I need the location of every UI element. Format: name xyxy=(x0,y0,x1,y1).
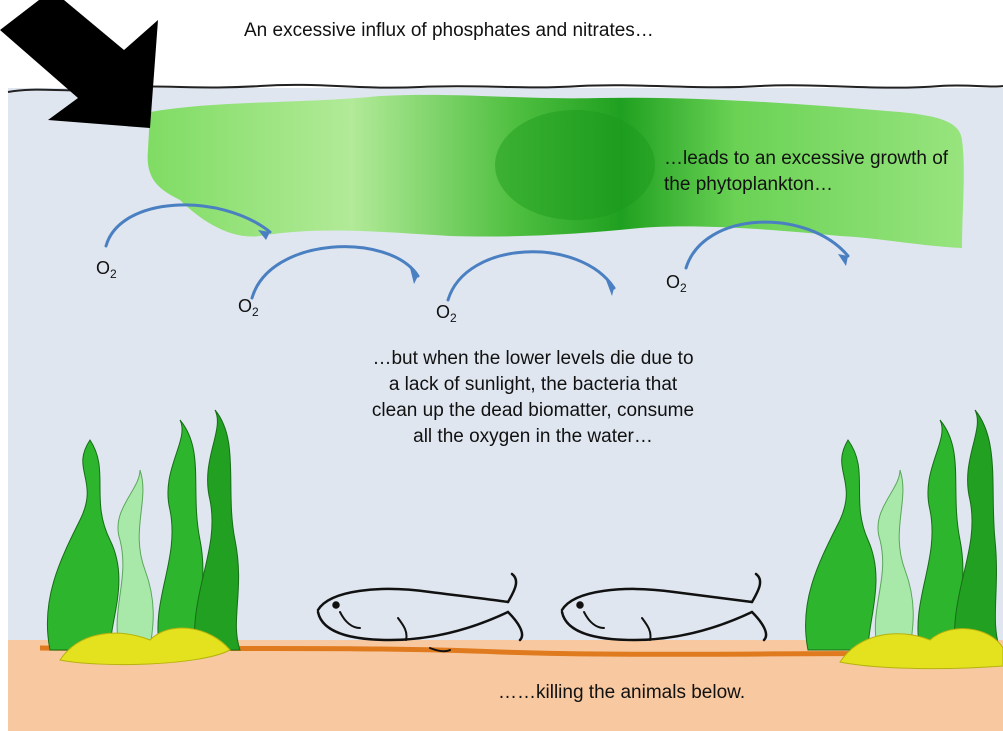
oxygen-label: O2 xyxy=(238,296,259,319)
caption-killing: ……killing the animals below. xyxy=(498,680,745,705)
oxygen-label: O2 xyxy=(666,272,687,295)
oxygen-label: O2 xyxy=(96,258,117,281)
caption-influx: An excessive influx of phosphates and ni… xyxy=(244,18,654,43)
phytoplankton-dense-core xyxy=(495,110,655,220)
caption-phytoplankton: …leads to an excessive growth of the phy… xyxy=(664,146,974,198)
oxygen-label: O2 xyxy=(436,302,457,325)
caption-bacteria: …but when the lower levels die due to a … xyxy=(368,346,698,450)
